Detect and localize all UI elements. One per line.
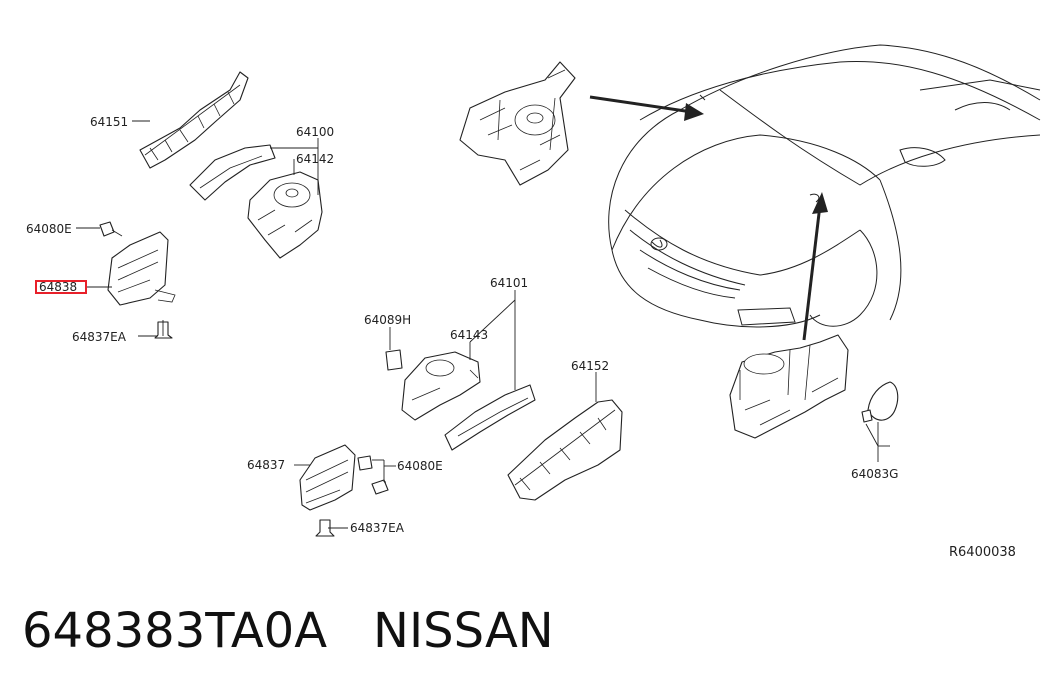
pointer-arrows — [589, 95, 828, 341]
label-64100: 64100 — [296, 125, 334, 139]
part-64837-bracket-bottom — [299, 444, 356, 511]
label-64143: 64143 — [450, 328, 488, 342]
car-front-illustration — [608, 44, 1041, 328]
clip-64837ea-top — [154, 321, 173, 339]
label-64837ea-top: 64837EA — [72, 330, 127, 344]
strut-housing-assembly-bottom — [729, 334, 849, 439]
label-64151: 64151 — [90, 115, 128, 129]
label-64152: 64152 — [571, 359, 609, 373]
label-64838-highlighted: 64838 — [39, 280, 77, 294]
part-64083g-cap — [861, 381, 899, 423]
part-64143-housing — [401, 351, 481, 421]
part-64142-housing — [247, 171, 323, 259]
label-64080e-top: 64080E — [26, 222, 72, 236]
clip-64837ea-bottom — [315, 519, 335, 537]
label-64083g: 64083G — [851, 467, 898, 481]
label-64080e-bottom: 64080E — [397, 459, 443, 473]
label-64837ea-bottom: 64837EA — [350, 521, 405, 535]
part-64838-bracket-top — [107, 231, 176, 306]
highlight-box — [35, 280, 87, 294]
leader-lines — [76, 120, 890, 529]
diagram-code: R6400038 — [949, 545, 1016, 560]
part-64101-member — [444, 384, 536, 451]
bolt-64080e-top — [99, 221, 123, 237]
label-64837: 64837 — [247, 458, 285, 472]
part-64151-rail — [139, 71, 249, 169]
parts-diagram: 64151 64100 64142 64080E 64838 64837EA 6… — [26, 44, 1041, 560]
bolt-64080e-bottom — [357, 455, 389, 495]
part-64089h-patch — [385, 349, 403, 371]
label-64101: 64101 — [490, 276, 528, 290]
part-caption: 648383TA0A NISSAN — [22, 596, 554, 666]
label-64089h: 64089H — [364, 313, 411, 327]
part-64100-member — [189, 144, 276, 201]
brand-name: NISSAN — [373, 603, 554, 659]
part-64152-rail — [507, 399, 623, 501]
label-64142: 64142 — [296, 152, 334, 166]
part-number: 648383TA0A — [22, 603, 328, 659]
strut-housing-assembly-top — [459, 61, 576, 186]
